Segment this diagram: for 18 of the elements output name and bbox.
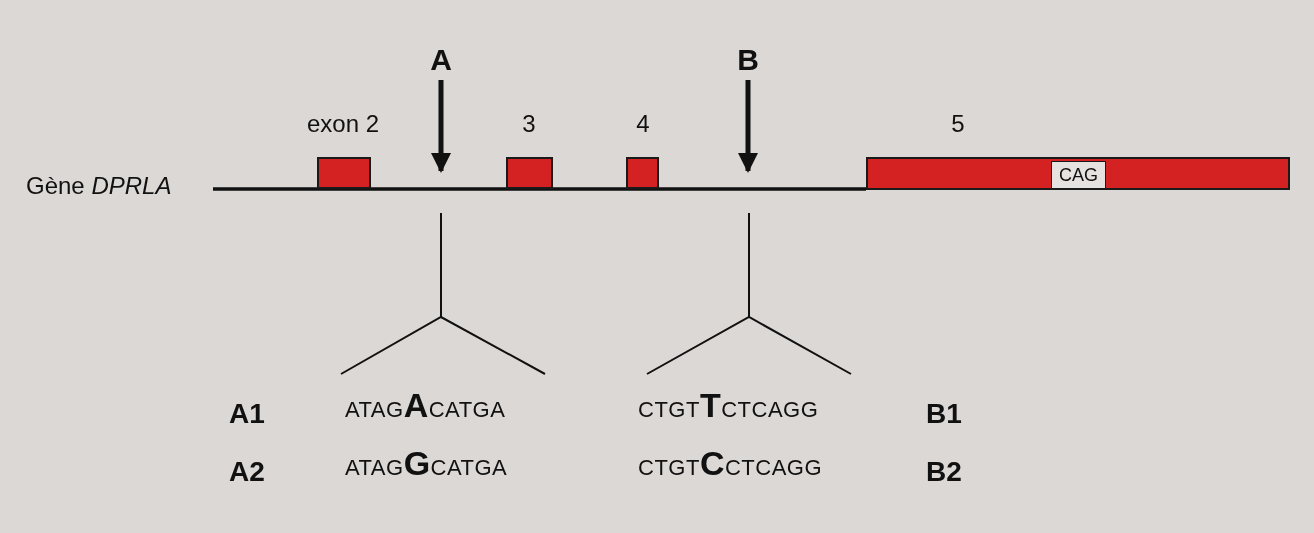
dna-sequence: ATAGGCATGA [345, 452, 508, 481]
site-letter: A [430, 44, 452, 76]
site-letter: B [737, 44, 759, 76]
exon-number: 5 [951, 110, 965, 138]
allele-name: A1 [229, 398, 265, 430]
arrow [431, 80, 451, 173]
gene-name: Gène DPRLA [26, 172, 172, 200]
exon-number: 3 [522, 110, 536, 138]
allele-name: B1 [926, 398, 962, 430]
allele-name: B2 [926, 456, 962, 488]
exon-number: exon 2 [306, 110, 380, 138]
arrow [738, 80, 758, 173]
repeat-region: CAG [1051, 161, 1106, 189]
allele-name: A2 [229, 456, 265, 488]
dna-sequence: CTGTTCTCAGG [638, 394, 819, 423]
dna-sequence: CTGTCCTCAGG [638, 452, 823, 481]
exon-number: 4 [636, 110, 650, 138]
dna-sequence: ATAGACATGA [345, 394, 506, 423]
